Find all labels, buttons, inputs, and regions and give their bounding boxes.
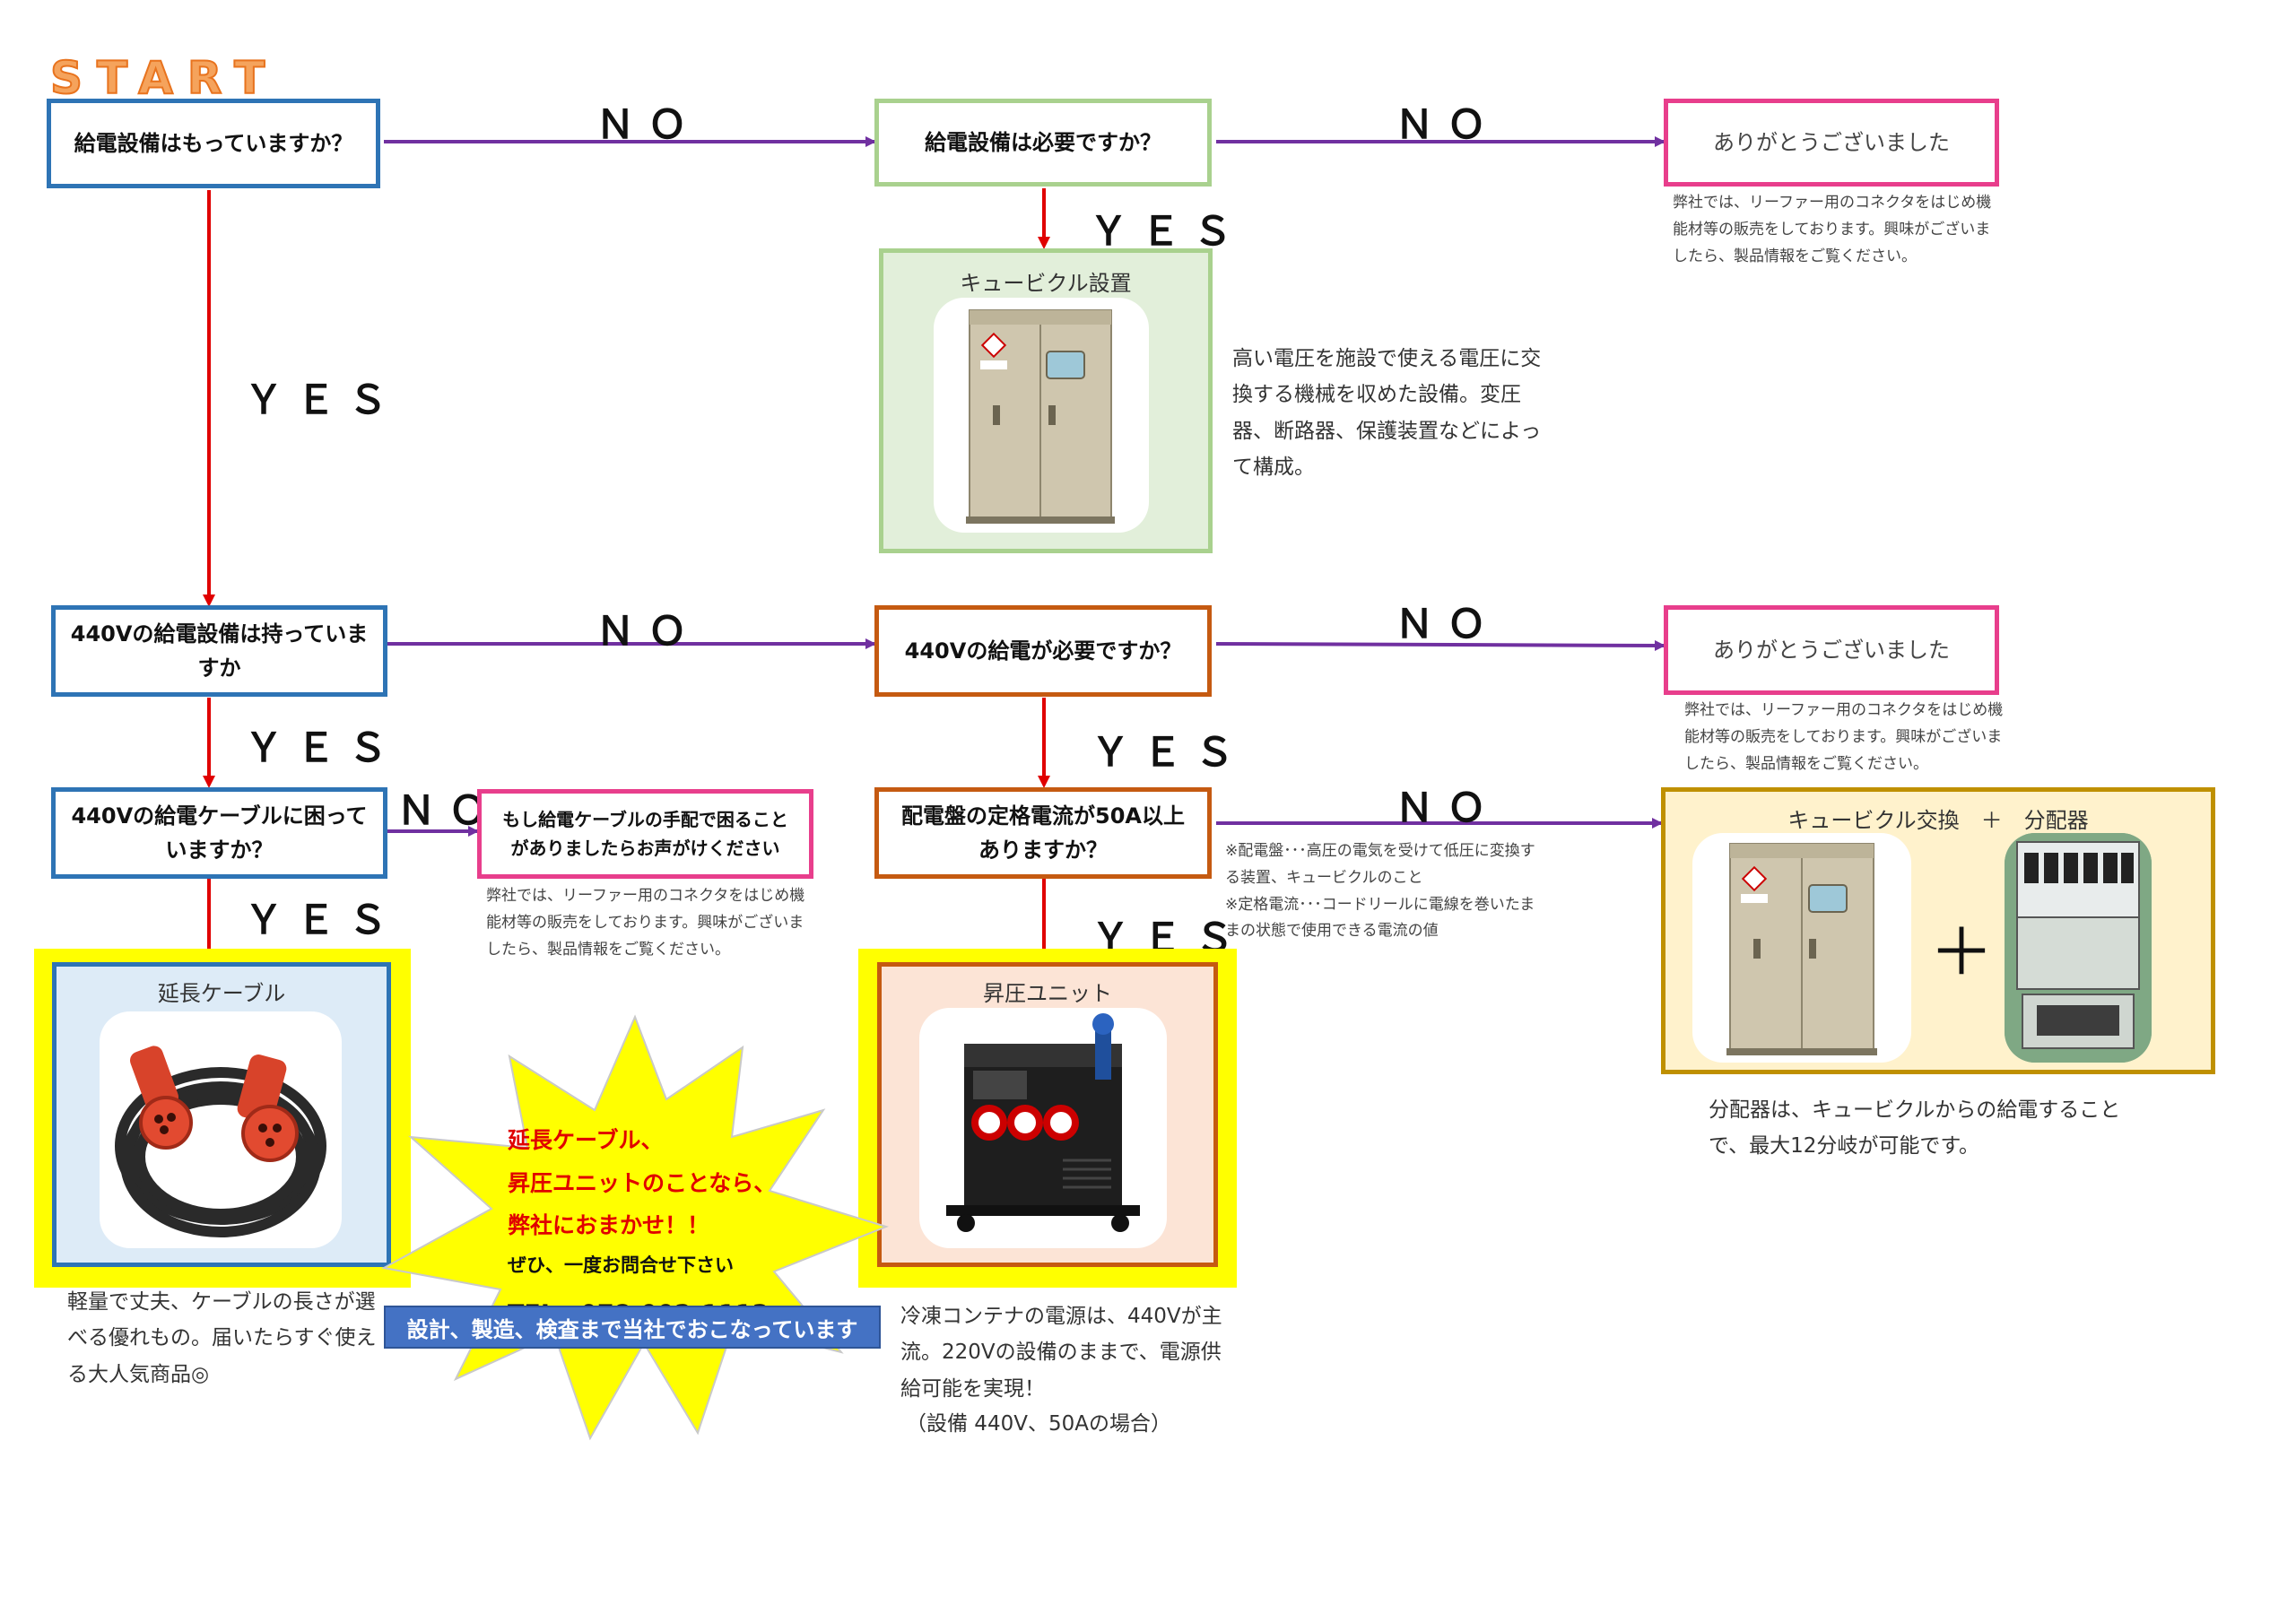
extension-cable-panel: 延長ケーブル xyxy=(52,962,391,1267)
booster-unit-condition-note: （設備 440V、50Aの場合） xyxy=(906,1412,1171,1436)
definition-distribution-board: ※配電盤･･･高圧の電気を受けて低圧に変換する装置、キュービクルのこと xyxy=(1225,842,1535,887)
company-note: 弊社では、リーファー用のコネクタをはじめ機能材等の販売をしております。興味がござ… xyxy=(486,887,805,959)
edge-label-yes: ＹＥＳ xyxy=(244,898,400,943)
cubicle-setup-title: キュービクル設置 xyxy=(960,271,1132,296)
cubicle-exchange-title: キュービクル交換 ＋ 分配器 xyxy=(1787,808,2089,833)
booster-unit-image xyxy=(919,1008,1167,1248)
edge-label-no: ＮＯ xyxy=(596,609,700,655)
company-note: 弊社では、リーファー用のコネクタをはじめ機能材等の販売をしております。興味がござ… xyxy=(1684,701,2004,773)
question-has-power-equipment[interactable]: 給電設備はもっていますか？ xyxy=(47,99,380,188)
cubicle-cabinet-image xyxy=(934,298,1149,533)
edge-label-no: ＮＯ xyxy=(1395,102,1499,148)
cubicle-setup-panel: キュービクル設置 xyxy=(879,248,1213,553)
edge-label-yes: ＹＥＳ xyxy=(1089,209,1245,255)
extension-cable-image xyxy=(100,1011,342,1248)
edge-label-yes: ＹＥＳ xyxy=(1091,730,1247,776)
burst-line-2: 昇圧ユニットのことなら、 xyxy=(508,1169,777,1196)
booster-unit-panel: 昇圧ユニット xyxy=(877,962,1218,1267)
start-label: START xyxy=(49,51,280,105)
edge-label-no: ＮＯ xyxy=(1395,785,1499,831)
cubicle-setup-description: 高い電圧を施設で使える電圧に交換する機械を収めた設備。変圧器、断路器、保護装置な… xyxy=(1232,347,1542,479)
arrow-q4-no xyxy=(1215,639,1665,651)
distributor-panel-image xyxy=(2005,833,2152,1063)
cubicle-exchange-panel: キュービクル交換 ＋ 分配器 ＋ xyxy=(1661,787,2215,1074)
edge-label-no: ＮＯ xyxy=(596,102,700,148)
question-needs-440v[interactable]: 440Vの給電が必要ですか？ xyxy=(874,605,1212,697)
cubicle-cabinet-image xyxy=(1692,833,1911,1063)
definitions-list: ※配電盤･･･高圧の電気を受けて低圧に変換する装置、キュービクルのこと ※定格電… xyxy=(1225,838,1548,945)
question-cable-trouble[interactable]: 440Vの給電ケーブルに困っていますか？ xyxy=(51,787,387,879)
booster-unit-description: 冷凍コンテナの電源は、440Vが主流。220Vの設備のままで、電源供給可能を実現… xyxy=(900,1305,1222,1401)
plus-sign: ＋ xyxy=(1929,915,1995,990)
edge-label-no: ＮＯ xyxy=(1395,602,1499,647)
extension-cable-description: 軽量で丈夫、ケーブルの長さが選べる優れもの。届いたらすぐ使える大人気商品◎ xyxy=(67,1290,377,1386)
extension-cable-title: 延長ケーブル xyxy=(157,981,286,1006)
question-needs-power-equipment[interactable]: 給電設備は必要ですか？ xyxy=(874,99,1212,187)
question-has-440v-equipment[interactable]: 440Vの給電設備は持っていますか xyxy=(51,605,387,697)
booster-unit-title: 昇圧ユニット xyxy=(983,981,1112,1006)
thanks-box: ありがとうございました xyxy=(1664,99,1999,187)
definition-rated-current: ※定格電流･･･コードリールに電線を巻いたままの状態で使用できる電流の値 xyxy=(1225,895,1535,941)
company-note: 弊社では、リーファー用のコネクタをはじめ機能材等の販売をしております。興味がござ… xyxy=(1673,194,1992,265)
burst-line-1: 延長ケーブル、 xyxy=(508,1127,664,1153)
contact-suggestion-box: もし給電ケーブルの手配で困ることがありましたらお声がけください xyxy=(477,789,813,879)
edge-label-yes: ＹＥＳ xyxy=(244,725,400,771)
edge-label-no: ＮＯ xyxy=(396,788,500,834)
cubicle-exchange-description: 分配器は、キュービクルからの給電することで、最大12分岐が可能です。 xyxy=(1709,1098,2121,1159)
burst-line-4: ぜひ、一度お問合せ下さい xyxy=(508,1254,734,1276)
burst-message: 延長ケーブル、 昇圧ユニットのことなら、 弊社におまかせ！！ ぜひ、一度お問合せ… xyxy=(508,1119,813,1329)
burst-line-3: 弊社におまかせ！！ xyxy=(508,1212,710,1238)
question-rated-current-50a[interactable]: 配電盤の定格電流が50A以上ありますか？ xyxy=(874,787,1212,879)
thanks-box: ありがとうございました xyxy=(1664,605,1999,695)
in-house-banner: 設計、製造、検査まで当社でおこなっています xyxy=(384,1306,881,1349)
edge-label-yes: ＹＥＳ xyxy=(244,378,400,423)
